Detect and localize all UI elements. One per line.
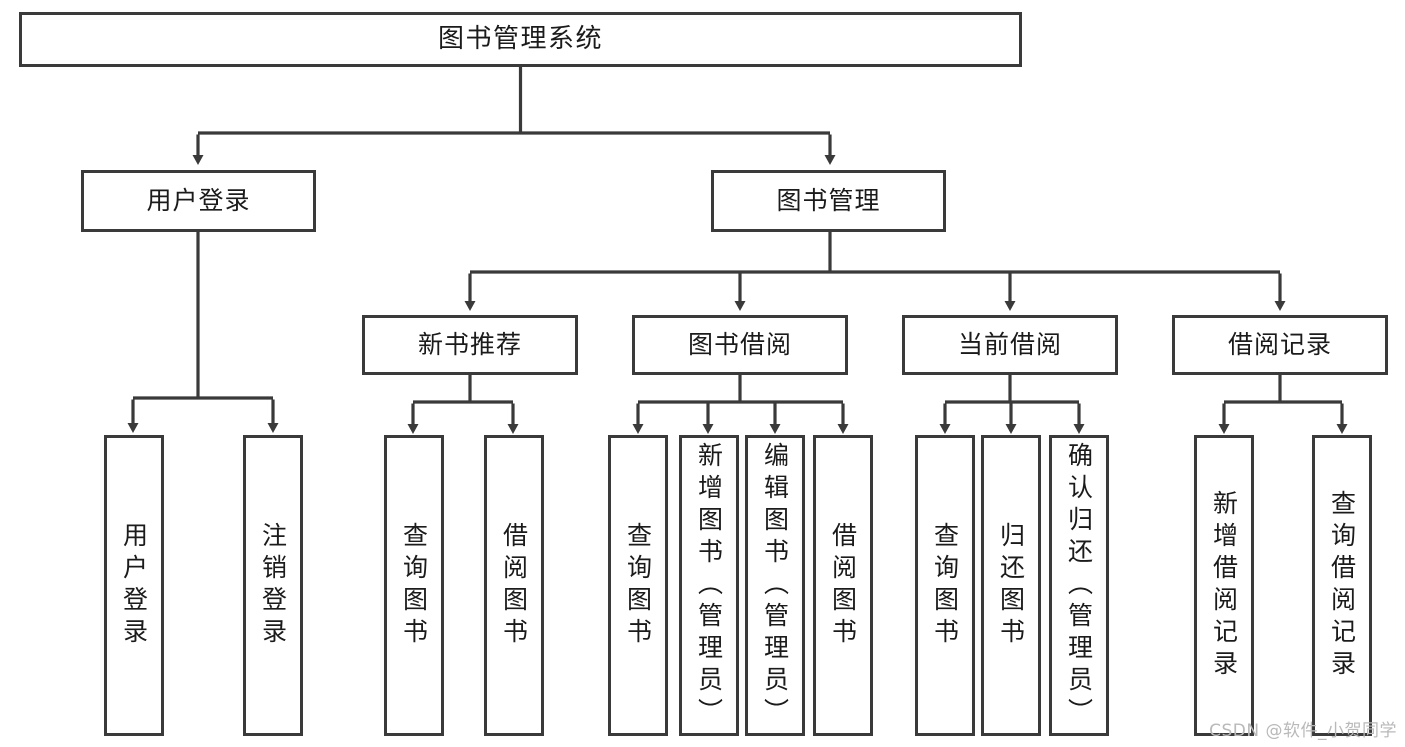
node-root-system[interactable]: 图书管理系统 [19, 12, 1022, 67]
node-label: 编辑图书（管理员） [760, 441, 790, 730]
node-label: 借阅图书 [499, 521, 529, 650]
node-label: 图书管理系统 [437, 24, 603, 55]
node-label: 用户登录 [146, 186, 251, 216]
node-label: 图书管理 [776, 186, 881, 216]
node-label: 注销登录 [258, 521, 288, 650]
leaf-book-borrow-edit[interactable]: 编辑图书（管理员） [745, 435, 805, 736]
node-label: 新增图书（管理员） [694, 441, 724, 730]
node-label: 新书推荐 [417, 330, 522, 360]
leaf-new-book-query[interactable]: 查询图书 [384, 435, 444, 736]
node-label: 借阅图书 [828, 521, 858, 650]
leaf-book-borrow-borrow[interactable]: 借阅图书 [813, 435, 873, 736]
node-label: 查询图书 [623, 521, 653, 650]
node-label: 用户登录 [119, 521, 149, 650]
node-label: 查询图书 [930, 521, 960, 650]
leaf-borrow-record-add[interactable]: 新增借阅记录 [1194, 435, 1254, 736]
node-book-management[interactable]: 图书管理 [711, 170, 946, 232]
node-book-borrow[interactable]: 图书借阅 [632, 315, 848, 375]
leaf-current-borrow-confirm-return[interactable]: 确认归还（管理员） [1049, 435, 1109, 736]
node-label: 归还图书 [996, 521, 1026, 650]
node-borrow-record[interactable]: 借阅记录 [1172, 315, 1388, 375]
node-label: 新增借阅记录 [1209, 489, 1239, 682]
leaf-new-book-borrow[interactable]: 借阅图书 [484, 435, 544, 736]
node-label: 图书借阅 [687, 330, 792, 360]
leaf-book-borrow-add[interactable]: 新增图书（管理员） [679, 435, 739, 736]
node-label: 查询图书 [399, 521, 429, 650]
node-user-login[interactable]: 用户登录 [81, 170, 316, 232]
node-current-borrow[interactable]: 当前借阅 [902, 315, 1118, 375]
node-new-book-recommend[interactable]: 新书推荐 [362, 315, 578, 375]
node-label: 借阅记录 [1227, 330, 1332, 360]
leaf-borrow-record-query[interactable]: 查询借阅记录 [1312, 435, 1372, 736]
leaf-user-login-signout[interactable]: 注销登录 [243, 435, 303, 736]
node-label: 确认归还（管理员） [1064, 441, 1094, 730]
node-label: 查询借阅记录 [1327, 489, 1357, 682]
leaf-user-login-signin[interactable]: 用户登录 [104, 435, 164, 736]
leaf-book-borrow-query[interactable]: 查询图书 [608, 435, 668, 736]
leaf-current-borrow-return[interactable]: 归还图书 [981, 435, 1041, 736]
node-label: 当前借阅 [957, 330, 1062, 360]
csdn-watermark: CSDN @软件_小贺同学 [1209, 721, 1397, 741]
leaf-current-borrow-query[interactable]: 查询图书 [915, 435, 975, 736]
